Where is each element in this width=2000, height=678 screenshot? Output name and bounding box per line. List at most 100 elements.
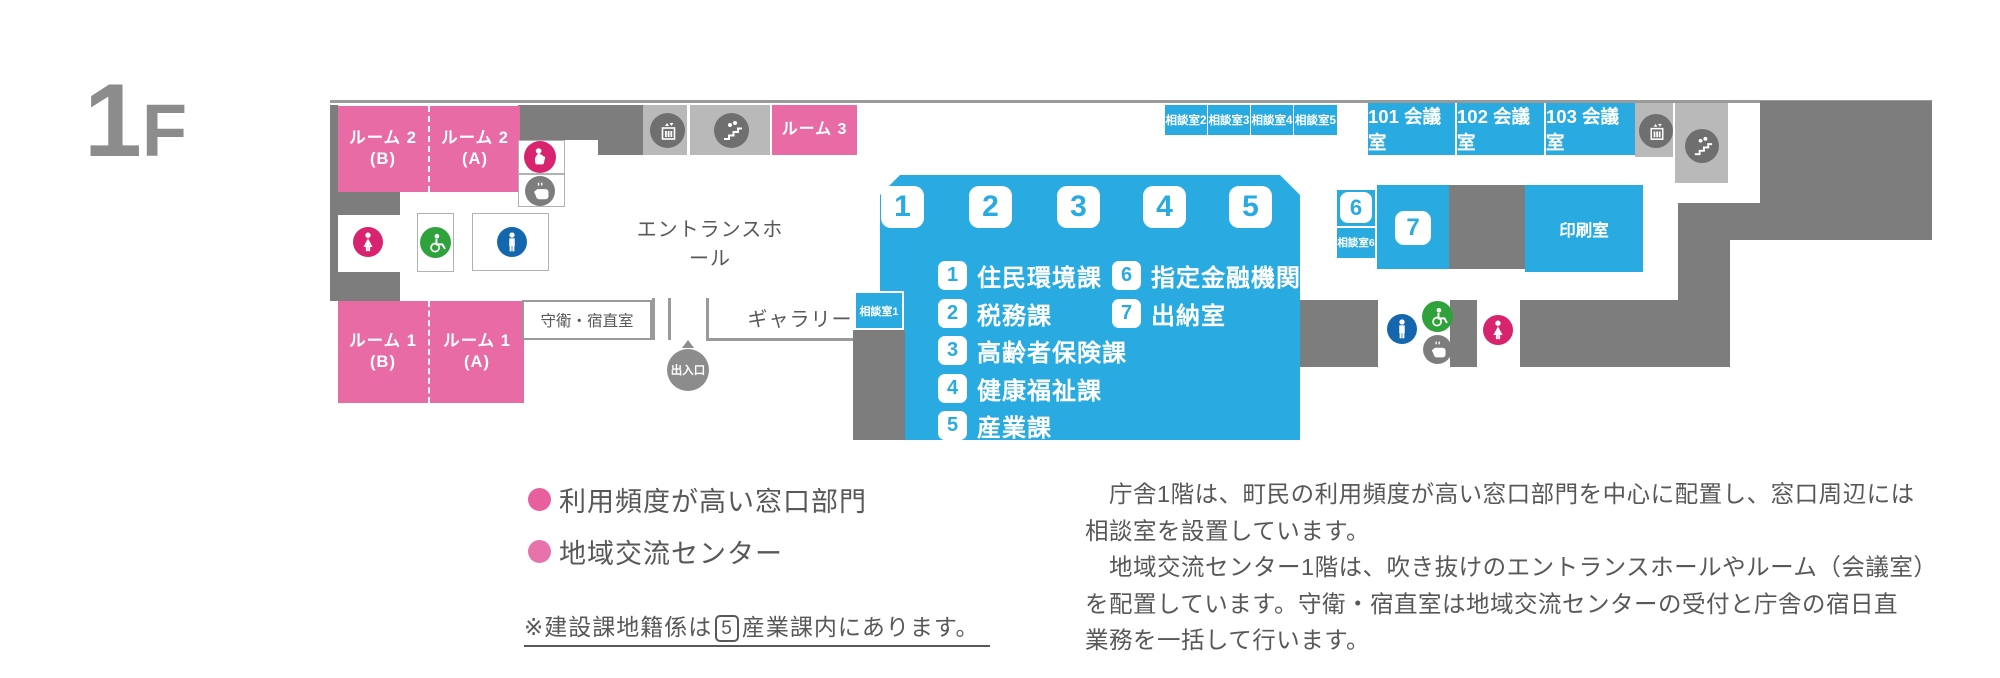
floor-number: 1: [84, 63, 142, 179]
room-1a-label: ルーム 1: [443, 332, 511, 351]
room-3: ルーム 3: [772, 105, 857, 155]
consult-room-5: 相談室5: [1294, 105, 1337, 135]
wall-segment: [706, 298, 709, 340]
meeting-room-103: 103 会議室: [1546, 103, 1635, 155]
consult-room-4: 相談室4: [1251, 105, 1294, 135]
dept-name: 健康福祉課: [977, 378, 1102, 405]
counter-6-room: 6 相談室6: [1337, 190, 1375, 258]
room-3-label: ルーム 3: [781, 121, 848, 138]
core-block: [1760, 101, 1932, 240]
outer-wall-top: [330, 100, 1932, 103]
dept-num: 2: [938, 299, 967, 328]
male-icon: [1387, 314, 1417, 344]
room-2b-label: ルーム 2: [349, 129, 417, 148]
note-prefix: ※建設課地籍係は: [524, 614, 713, 640]
dept-row-7: 7 出納室: [1112, 296, 1226, 331]
room-1b-sub: (B): [370, 353, 396, 371]
print-room: 印刷室: [1525, 185, 1643, 272]
gallery-wall: [706, 338, 854, 341]
female-icon: [1483, 315, 1513, 345]
wall-segment: [338, 192, 400, 215]
legend-item-community: 地域交流センター: [528, 532, 783, 571]
legend-bullet: [528, 540, 551, 563]
wall-segment: [338, 272, 400, 301]
counter-badge-1: 1: [881, 186, 924, 228]
counter-badge-2: 2: [969, 186, 1012, 228]
consult-room-2: 相談室2: [1165, 105, 1208, 135]
dept-num: 1: [938, 261, 967, 290]
room-2a-sub: (A): [462, 150, 488, 168]
female-icon: [353, 227, 383, 257]
dept-name: 住民環境課: [977, 265, 1102, 292]
elevator-icon: [650, 113, 685, 148]
counter-7-room: 7: [1377, 185, 1449, 269]
wall-left: [330, 105, 338, 301]
dept-num: 3: [938, 336, 967, 365]
wall-segment: [598, 105, 643, 155]
counter-badge-4: 4: [1143, 186, 1186, 228]
wheelchair-icon: [1422, 301, 1453, 332]
dept-row-6: 6 指定金融機関: [1112, 258, 1301, 293]
legend-label: 利用頻度が高い窓口部門: [559, 487, 867, 517]
meeting-room-101: 101 会議室: [1368, 103, 1457, 155]
note-suffix: 産業課内にあります。: [741, 614, 980, 640]
floor-suffix: F: [141, 89, 188, 172]
dept-name: 指定金融機関: [1151, 265, 1301, 292]
core-block: [1678, 203, 1760, 240]
stairs-icon: [1685, 129, 1719, 163]
gallery-label: ギャラリー: [747, 309, 853, 331]
dept-name: 高齢者保険課: [977, 340, 1127, 367]
dept-num: 7: [1112, 299, 1141, 328]
dept-name: 出納室: [1151, 303, 1226, 330]
dept-num: 4: [938, 374, 967, 403]
nursing-room-icon: [524, 141, 556, 173]
exit-label: 出入口: [670, 365, 706, 377]
room-2b: ルーム 2 (B): [338, 106, 428, 192]
consult-room-6: 相談室6: [1337, 236, 1375, 249]
legend-bullet: [528, 488, 551, 511]
dept-num: 5: [938, 411, 967, 440]
counter-badge-7: 7: [1395, 211, 1431, 245]
legend-item-counter: 利用頻度が高い窓口部門: [528, 480, 867, 519]
counter-badge-5: 5: [1229, 186, 1272, 228]
dept-name: 税務課: [977, 303, 1052, 330]
male-icon: [497, 227, 527, 257]
meeting-room-102: 102 会議室: [1457, 103, 1546, 155]
counter-badge-6: 6: [1340, 192, 1372, 223]
dept-row-5: 5 産業課: [938, 408, 1052, 443]
guard-room: 守衛・宿直室: [522, 300, 652, 340]
print-room-label: 印刷室: [1559, 221, 1609, 240]
dept-row-3: 3 高齢者保険課: [938, 333, 1127, 368]
consult-room-3: 相談室3: [1208, 105, 1251, 135]
hot-water-icon: [1423, 335, 1452, 364]
hot-water-icon: [525, 176, 555, 206]
wall-segment: [1449, 185, 1525, 269]
wall-segment: [518, 105, 598, 140]
exit-arrow-icon: [682, 340, 694, 348]
description-paragraph: 庁舎1階は、町民の利用頻度が高い窓口部門を中心に配置し、窓口周辺には 相談室を設…: [1085, 481, 1938, 654]
exit-badge: 出入口: [667, 349, 709, 391]
dept-row-1: 1 住民環境課: [938, 258, 1102, 293]
room-2b-sub: (B): [370, 150, 396, 168]
entrance-hall-label: エントランスホール: [636, 219, 784, 270]
consult-room-1: 相談室1: [854, 291, 904, 330]
note-boxed-number: 5: [715, 615, 739, 642]
floor-label: 1F: [84, 62, 187, 181]
door-frame: [668, 298, 671, 340]
guard-room-label: 守衛・宿直室: [540, 313, 634, 330]
dept-row-2: 2 税務課: [938, 296, 1052, 331]
room-1a-sub: (A): [464, 353, 490, 371]
room-2a: ルーム 2(A): [428, 106, 520, 192]
stairs-icon: [714, 113, 749, 148]
elevator-icon: [1639, 114, 1673, 148]
divider: [1337, 226, 1375, 228]
core-block: [1678, 240, 1730, 300]
room-1a: ルーム 1 (A): [428, 301, 524, 403]
dept-name: 産業課: [977, 415, 1052, 442]
room-1b: ルーム 1(B): [338, 301, 428, 403]
wall-segment: [853, 330, 905, 440]
dept-row-4: 4 健康福祉課: [938, 371, 1102, 406]
legend-label: 地域交流センター: [559, 539, 783, 569]
